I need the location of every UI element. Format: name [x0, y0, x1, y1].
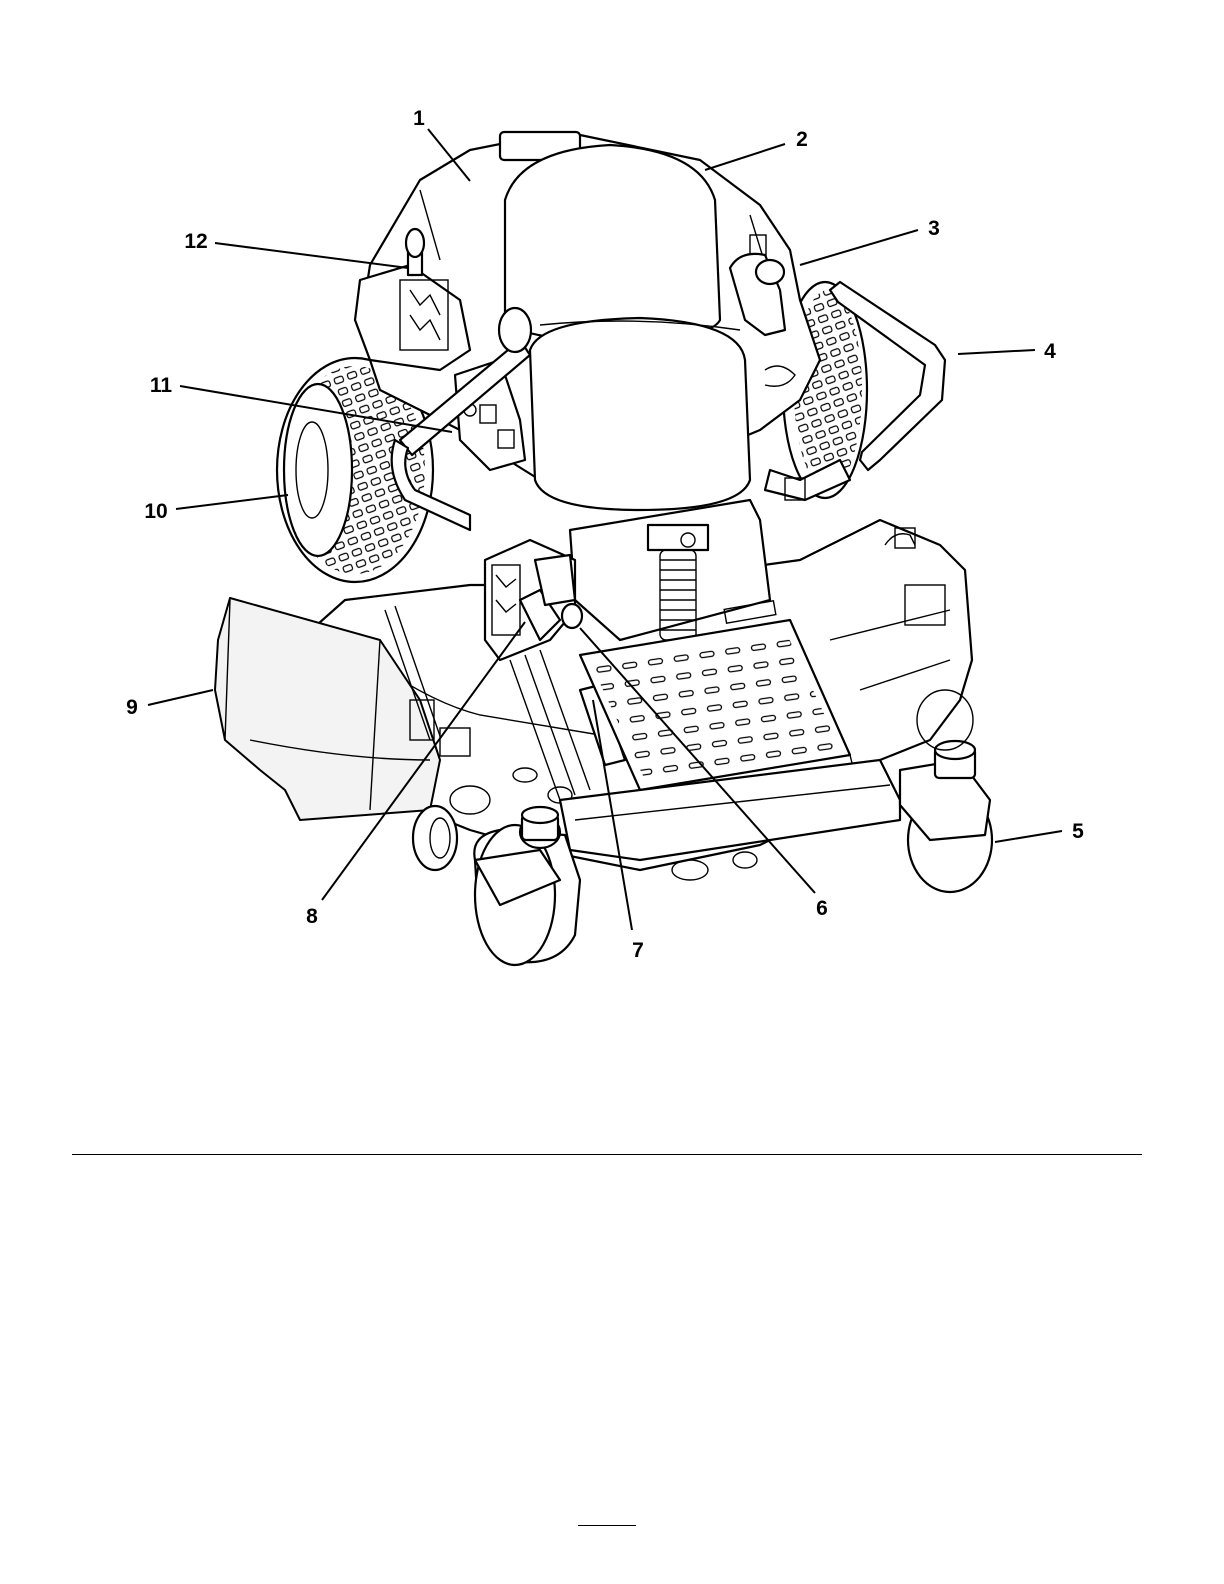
leader-3 — [800, 230, 918, 265]
mower-illustration — [215, 132, 992, 965]
section-divider — [72, 1154, 1142, 1155]
callout-2: 2 — [796, 128, 808, 151]
callout-6: 6 — [816, 897, 828, 920]
leader-2 — [705, 144, 785, 170]
leader-4 — [958, 350, 1035, 354]
callout-7: 7 — [632, 939, 644, 962]
mower-diagram: 1 2 3 4 5 6 7 8 9 10 11 12 — [0, 0, 1224, 1000]
page-number-rule — [578, 1525, 636, 1526]
callout-4: 4 — [1044, 340, 1056, 363]
leader-10 — [176, 495, 288, 509]
callout-10: 10 — [144, 500, 167, 523]
callout-8: 8 — [306, 905, 318, 928]
leader-5 — [995, 831, 1062, 842]
leader-9 — [148, 690, 213, 705]
callout-1: 1 — [413, 107, 425, 130]
callout-3: 3 — [928, 217, 940, 240]
callout-12: 12 — [184, 230, 207, 253]
callout-9: 9 — [126, 696, 138, 719]
callout-11: 11 — [150, 374, 173, 397]
callout-5: 5 — [1072, 820, 1084, 843]
seat — [505, 145, 750, 510]
